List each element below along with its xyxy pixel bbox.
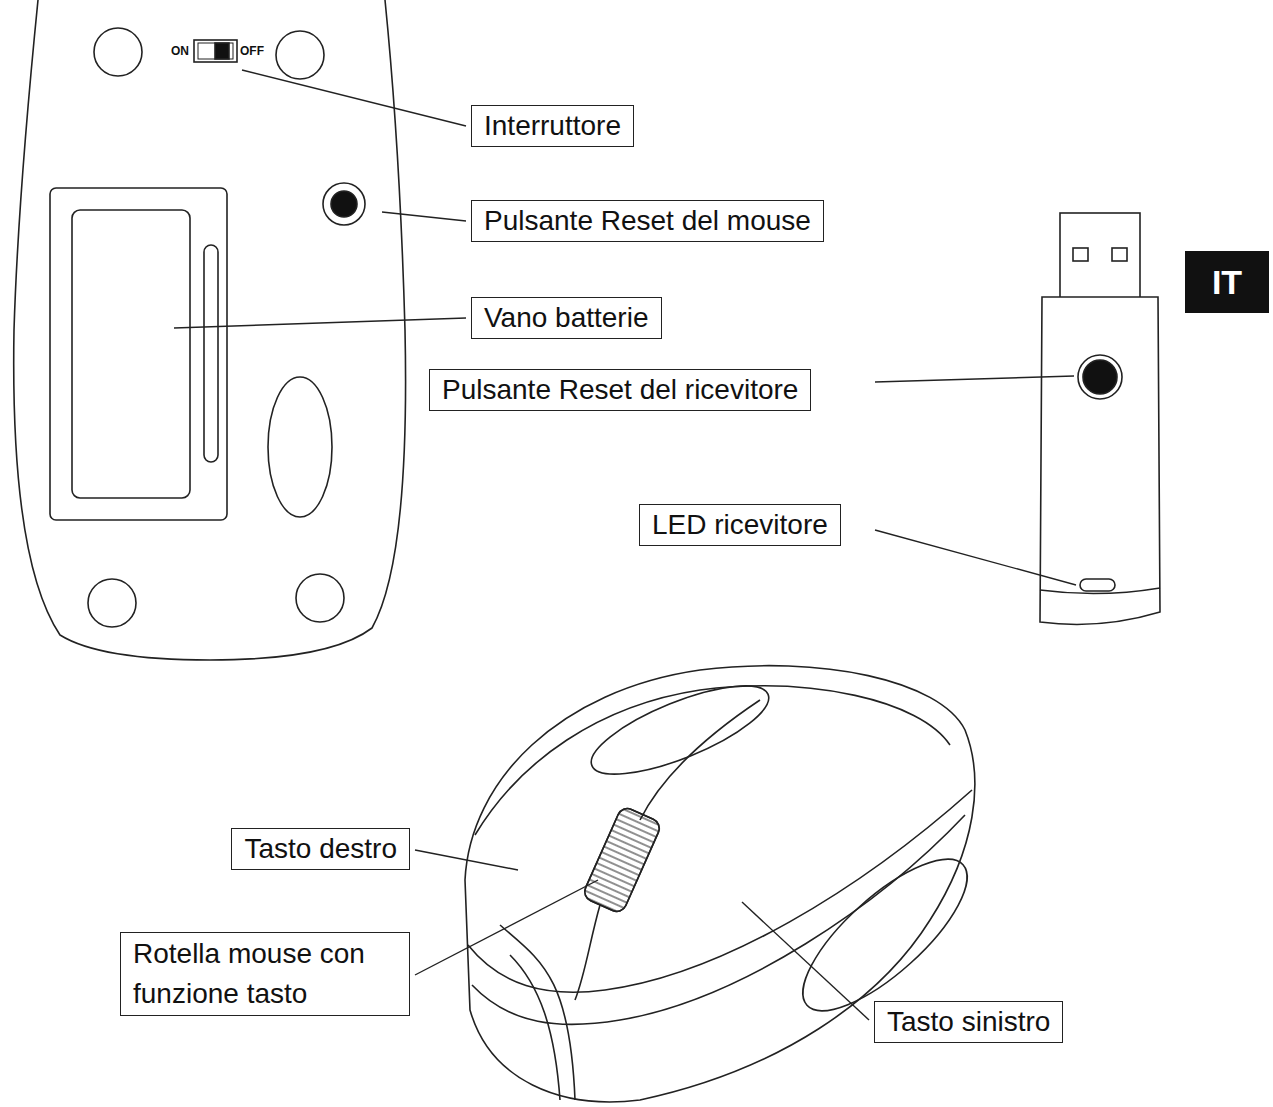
part-label: Tasto sinistro	[874, 1001, 1063, 1043]
switch-label: ON	[171, 44, 189, 58]
part-label: Pulsante Reset del ricevitore	[429, 369, 811, 411]
part-label: Tasto destro	[231, 828, 410, 870]
part-label: Pulsante Reset del mouse	[471, 200, 824, 242]
mouse-bottom	[14, 0, 466, 660]
part-label: Interruttore	[471, 105, 634, 147]
part-label: Rotella mouse con funzione tasto	[120, 932, 410, 1016]
switch-label: OFF	[240, 44, 264, 58]
label-text: Vano batterie	[484, 299, 649, 337]
label-text: Interruttore	[484, 107, 621, 145]
label-text: Pulsante Reset del ricevitore	[442, 371, 798, 409]
label-text: Tasto destro	[244, 830, 397, 868]
label-text: Tasto sinistro	[887, 1003, 1050, 1041]
label-text: IT	[1212, 263, 1242, 301]
label-text: LED ricevitore	[652, 506, 828, 544]
usb-receiver	[875, 213, 1160, 624]
label-text: Pulsante Reset del mouse	[484, 202, 811, 240]
part-label: Vano batterie	[471, 297, 662, 339]
label-text: Rotella mouse con funzione tasto	[133, 934, 397, 1014]
part-label: LED ricevitore	[639, 504, 841, 546]
language-tab: IT	[1185, 251, 1269, 313]
